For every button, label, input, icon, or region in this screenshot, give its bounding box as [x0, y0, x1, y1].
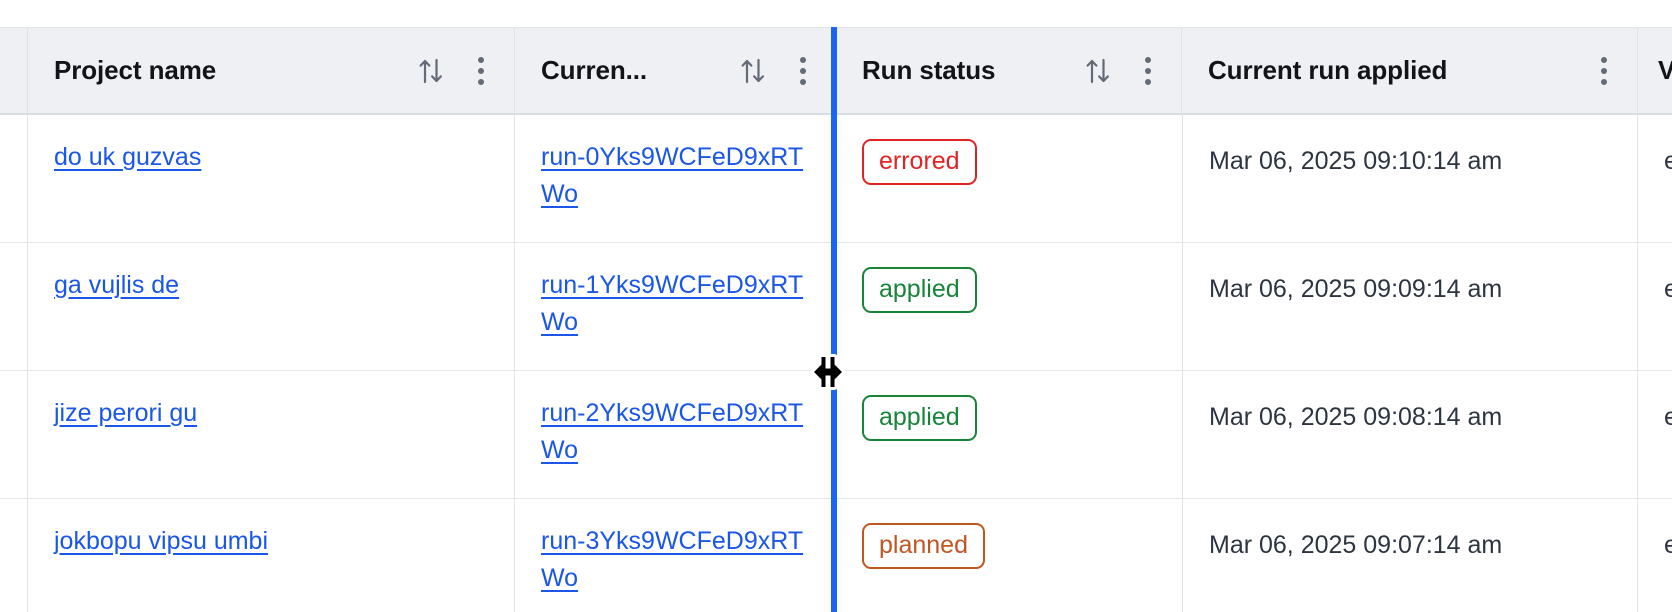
project-name-link[interactable]: jokbopu vipsu umbi	[54, 527, 269, 555]
projects-table: Project name	[0, 27, 1672, 612]
clipped-text: e	[1664, 403, 1672, 431]
cell-clipped: e	[1638, 115, 1672, 243]
column-header-tools-current-run	[740, 56, 814, 86]
sort-icon[interactable]	[740, 56, 766, 86]
table-row[interactable]: do uk guzvas run-0Yks9WCFeD9xRTWo errore…	[0, 115, 1672, 243]
current-run-link[interactable]: run-3Yks9WCFeD9xRTWo	[541, 527, 804, 592]
cell-run-status: planned	[836, 499, 1182, 612]
table-row[interactable]: jokbopu vipsu umbi run-3Yks9WCFeD9xRTWo …	[0, 499, 1672, 612]
cell-project-name: jize perori gu	[28, 371, 515, 499]
cell-current-run: run-3Yks9WCFeD9xRTWo	[515, 499, 836, 612]
column-header-gutter	[0, 27, 28, 115]
timestamp-text: Mar 06, 2025 09:07:14 am	[1209, 531, 1503, 559]
current-run-link[interactable]: run-0Yks9WCFeD9xRTWo	[541, 143, 804, 208]
project-name-link[interactable]: ga vujlis de	[54, 271, 180, 299]
cell-project-name: jokbopu vipsu umbi	[28, 499, 515, 612]
timestamp-text: Mar 06, 2025 09:08:14 am	[1209, 403, 1503, 431]
cell-current-run: run-2Yks9WCFeD9xRTWo	[515, 371, 836, 499]
current-run-link[interactable]: run-1Yks9WCFeD9xRTWo	[541, 271, 804, 336]
column-header-label-run-status: Run status	[862, 55, 996, 85]
clipped-text: e	[1664, 147, 1672, 175]
cell-run-status: applied	[836, 243, 1182, 371]
cell-current-run-applied: Mar 06, 2025 09:07:14 am	[1182, 499, 1638, 612]
table-row[interactable]: ga vujlis de run-1Yks9WCFeD9xRTWo applie…	[0, 243, 1672, 371]
status-badge: errored	[862, 139, 977, 185]
cell-clipped: e	[1638, 243, 1672, 371]
cell-project-name: do uk guzvas	[28, 115, 515, 243]
column-header-current-run[interactable]: Curren...	[515, 27, 836, 115]
kebab-menu-icon[interactable]	[1137, 56, 1159, 86]
column-header-current-run-applied[interactable]: Current run applied	[1182, 27, 1638, 115]
column-header-label-current-run-applied: Current run applied	[1208, 55, 1448, 85]
sort-icon[interactable]	[418, 56, 444, 86]
cell-current-run-applied: Mar 06, 2025 09:09:14 am	[1182, 243, 1638, 371]
clipped-text: e	[1664, 531, 1672, 559]
projects-table-scroll-area[interactable]: Project name	[0, 27, 1672, 612]
status-badge: applied	[862, 267, 977, 313]
cell-current-run-applied: Mar 06, 2025 09:08:14 am	[1182, 371, 1638, 499]
current-run-link[interactable]: run-2Yks9WCFeD9xRTWo	[541, 399, 804, 464]
project-name-link[interactable]: do uk guzvas	[54, 143, 202, 171]
column-header-run-status[interactable]: Run status	[836, 27, 1182, 115]
timestamp-text: Mar 06, 2025 09:09:14 am	[1209, 275, 1503, 303]
cell-current-run: run-0Yks9WCFeD9xRTWo	[515, 115, 836, 243]
cell-current-run: run-1Yks9WCFeD9xRTWo	[515, 243, 836, 371]
cell-project-name: ga vujlis de	[28, 243, 515, 371]
sort-icon[interactable]	[1085, 56, 1111, 86]
table-header-row: Project name	[0, 27, 1672, 115]
row-gutter-cell	[0, 115, 28, 243]
table-body: do uk guzvas run-0Yks9WCFeD9xRTWo errore…	[0, 115, 1672, 612]
cell-current-run-applied: Mar 06, 2025 09:10:14 am	[1182, 115, 1638, 243]
cell-clipped: e	[1638, 371, 1672, 499]
column-header-label-current-run: Curren...	[541, 55, 648, 85]
cell-clipped: e	[1638, 499, 1672, 612]
table-row[interactable]: jize perori gu run-2Yks9WCFeD9xRTWo appl…	[0, 371, 1672, 499]
row-gutter-cell	[0, 371, 28, 499]
column-header-clipped[interactable]: V	[1638, 27, 1672, 115]
timestamp-text: Mar 06, 2025 09:10:14 am	[1209, 147, 1503, 175]
cell-run-status: applied	[836, 371, 1182, 499]
column-header-tools-project-name	[418, 56, 492, 86]
status-badge: planned	[862, 523, 985, 569]
kebab-menu-icon[interactable]	[792, 56, 814, 86]
table-header: Project name	[0, 27, 1672, 115]
kebab-menu-icon[interactable]	[1593, 56, 1615, 86]
row-gutter-cell	[0, 243, 28, 371]
column-header-tools-run-status	[1085, 56, 1159, 86]
column-header-label-clipped: V	[1658, 55, 1672, 86]
project-name-link[interactable]: jize perori gu	[54, 399, 198, 427]
clipped-text: e	[1664, 275, 1672, 303]
column-header-tools-current-run-applied	[1593, 56, 1615, 86]
column-header-label-project-name: Project name	[54, 55, 217, 85]
cell-run-status: errored	[836, 115, 1182, 243]
status-badge: applied	[862, 395, 977, 441]
kebab-menu-icon[interactable]	[470, 56, 492, 86]
row-gutter-cell	[0, 499, 28, 612]
column-header-project-name[interactable]: Project name	[28, 27, 515, 115]
column-resize-guide[interactable]	[831, 27, 837, 612]
